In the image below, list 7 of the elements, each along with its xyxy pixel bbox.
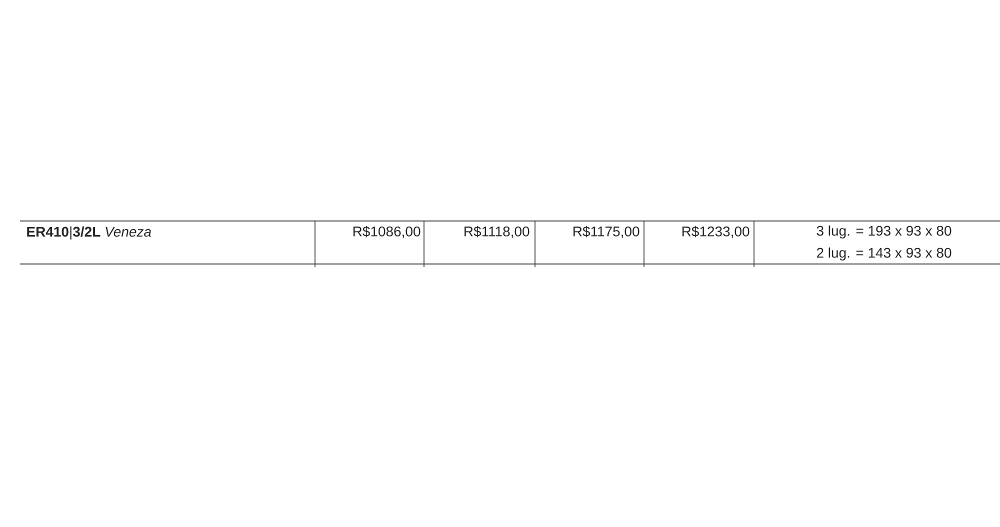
price-text: R$1175,00 — [574, 226, 640, 238]
product-name: ER410|3/2L Veneza — [27, 226, 152, 240]
dimensions-text: 3 lug. = 193 x 93 x 80 — [816, 225, 952, 239]
price-text: R$1233,00 — [682, 226, 750, 238]
price-text: R$1086,00 — [353, 226, 420, 238]
price-text: R$1118,00 — [464, 226, 530, 238]
dimensions-text: 2 lug. = 143 x 93 x 80 — [816, 247, 952, 261]
